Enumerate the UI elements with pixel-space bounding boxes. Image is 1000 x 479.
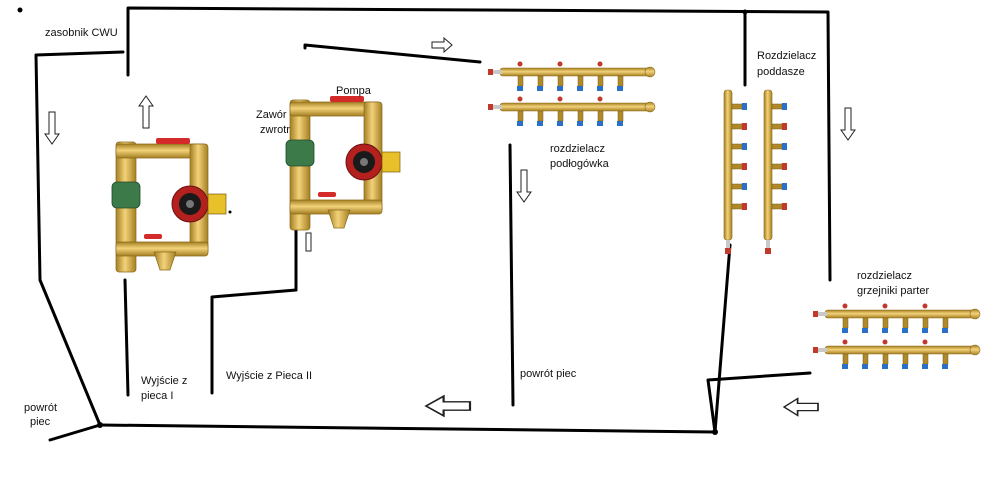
manifold-icon <box>763 89 788 255</box>
pipe-junction-dots <box>17 7 748 435</box>
pump-group-2 <box>285 95 401 231</box>
manifold-icon <box>812 303 981 334</box>
pipe-bottom-return <box>98 371 812 434</box>
manifold-podlogowka <box>487 61 656 127</box>
label-rozdz-parter-2: grzejniki parter <box>857 285 929 297</box>
pipe-powrot-mid <box>508 143 515 407</box>
pipe-return-stub <box>48 423 102 442</box>
manifold-icon <box>487 96 656 127</box>
flow-arrow-icon <box>44 111 60 145</box>
pipe-rozdz-riser <box>713 243 732 434</box>
label-pompa: Pompa <box>336 85 372 97</box>
label-zawor-1: Zawór <box>256 109 287 121</box>
label-zawor-2: zwrotr <box>260 124 290 136</box>
flow-arrow-icon <box>783 397 819 417</box>
label-rozdz-podlogowka-2: podłogówka <box>550 158 610 170</box>
label-rozdz-podlogowka-1: rozdzielacz <box>550 143 605 155</box>
pump-group-icon <box>111 137 227 273</box>
pump-group-1 <box>111 137 227 273</box>
manifold-icon <box>723 89 748 255</box>
label-rozdz-poddasze-1: Rozdzielacz <box>757 50 816 62</box>
pipe-wyjscie1 <box>123 278 130 397</box>
flow-arrow-icon <box>516 169 532 203</box>
manifold-icon <box>487 61 656 92</box>
label-powrot-mid: powrót piec <box>520 368 577 380</box>
flow-arrow-icon <box>840 107 856 141</box>
flow-arrow-icon <box>138 95 154 129</box>
label-powrot-left-2: piec <box>30 416 51 428</box>
labels: zasobnik CWU Pompa Zawór zwrotr rozdziel… <box>24 27 929 428</box>
label-rozdz-poddasze-2: poddasze <box>757 66 805 78</box>
label-zasobnik-cwu: zasobnik CWU <box>45 27 118 39</box>
pump-group-icon <box>285 95 401 231</box>
manifold-parter <box>812 303 981 370</box>
pipe-left-outer <box>34 50 125 427</box>
pipe-pump2-to-floor <box>303 43 482 64</box>
flow-arrows <box>44 37 856 417</box>
manifold-icon <box>812 339 981 370</box>
label-rozdz-parter-1: rozdzielacz <box>857 270 912 282</box>
pipe-network <box>34 6 832 442</box>
label-wyjscie2: Wyjście z Pieca II <box>226 370 312 382</box>
pipe-wyjscie2 <box>210 288 298 395</box>
pipe-top-main <box>126 6 832 282</box>
flow-arrow-icon <box>305 232 312 252</box>
label-powrot-left-1: powrót <box>24 402 57 414</box>
manifold-poddasze <box>723 89 788 255</box>
label-wyjscie1-1: Wyjście z <box>141 375 187 387</box>
flow-arrow-icon <box>424 395 472 417</box>
flow-arrow-icon <box>431 37 453 53</box>
label-wyjscie1-2: pieca I <box>141 390 173 402</box>
